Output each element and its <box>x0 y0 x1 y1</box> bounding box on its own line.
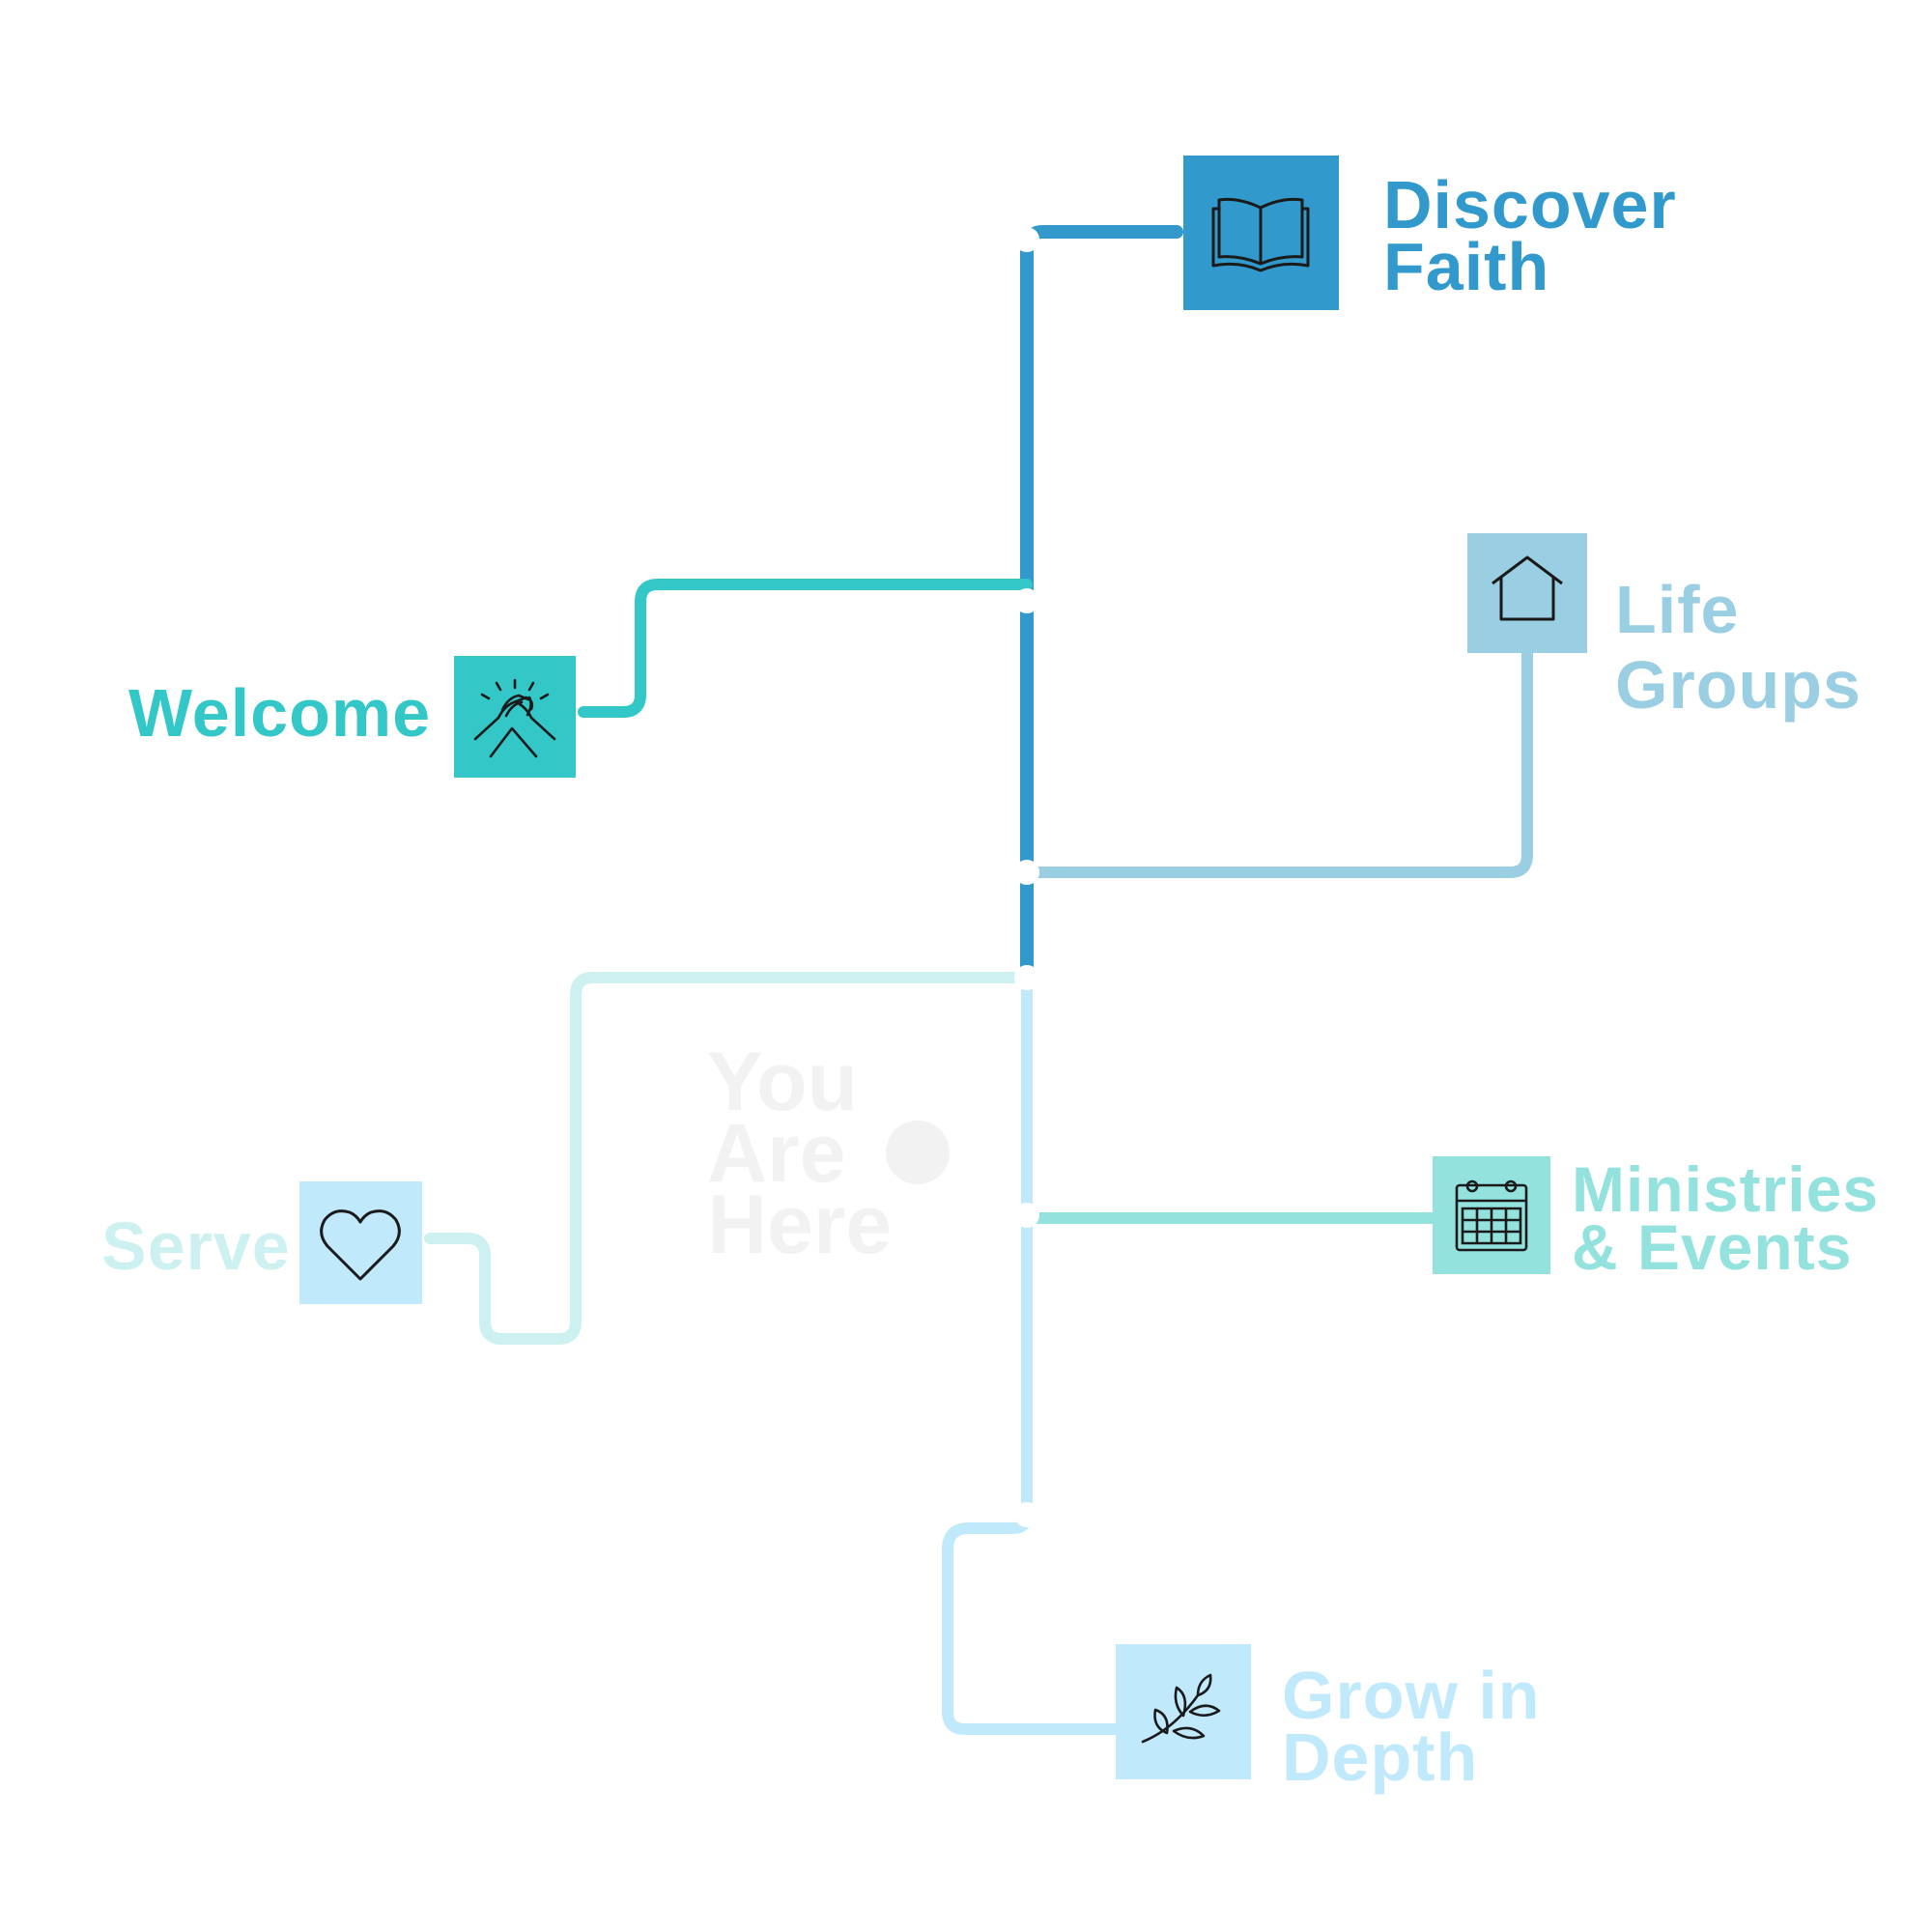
station-life-groups <box>1014 860 1039 885</box>
welcome-label: Welcome <box>128 675 432 751</box>
you-are-here-label: You Are Here <box>707 1036 893 1271</box>
grow-line <box>942 970 1126 1735</box>
ministries-line2: & Events <box>1572 1211 1853 1283</box>
serve-box <box>299 1181 422 1304</box>
station-serve <box>1014 965 1039 990</box>
serve-line1: Serve <box>101 1208 291 1284</box>
heart-icon <box>320 1209 401 1281</box>
life-groups-line1: Life <box>1615 572 1740 647</box>
sprout-icon <box>1141 1673 1221 1744</box>
grow-in-depth-label: Grow in Depth <box>1282 1658 1541 1795</box>
discover-faith-label: Discover Faith <box>1383 167 1677 304</box>
station-discover <box>1014 227 1039 252</box>
ministries-events-label: Ministries & Events <box>1572 1153 1880 1283</box>
discover-line1: Discover <box>1383 167 1677 242</box>
grow-line2: Depth <box>1282 1719 1479 1795</box>
calendar-icon <box>1455 1179 1528 1252</box>
welcome-box <box>454 656 576 778</box>
discover-line2: Faith <box>1383 229 1550 304</box>
discover-line <box>1020 225 1183 982</box>
life-groups-line <box>1021 647 1533 878</box>
clasped-hands-icon <box>473 678 556 758</box>
station-welcome <box>1014 588 1039 613</box>
house-icon <box>1492 555 1563 621</box>
life-groups-label: Life Groups <box>1615 572 1861 723</box>
life-groups-box <box>1467 533 1587 653</box>
grow-line1: Grow in <box>1282 1658 1541 1733</box>
you-line: You <box>707 1036 859 1128</box>
are-line: Are <box>707 1107 846 1200</box>
you-are-here-dot <box>886 1121 950 1184</box>
welcome-line1: Welcome <box>128 675 432 751</box>
serve-line <box>424 972 1033 1345</box>
open-book-icon <box>1211 197 1310 272</box>
here-line: Here <box>707 1179 893 1271</box>
station-grow <box>1014 1502 1039 1527</box>
life-groups-line2: Groups <box>1615 647 1861 723</box>
ministries-line1: Ministries <box>1572 1153 1880 1225</box>
station-ministries <box>1014 1203 1039 1228</box>
welcome-line <box>578 579 1033 718</box>
serve-label: Serve <box>101 1208 291 1284</box>
